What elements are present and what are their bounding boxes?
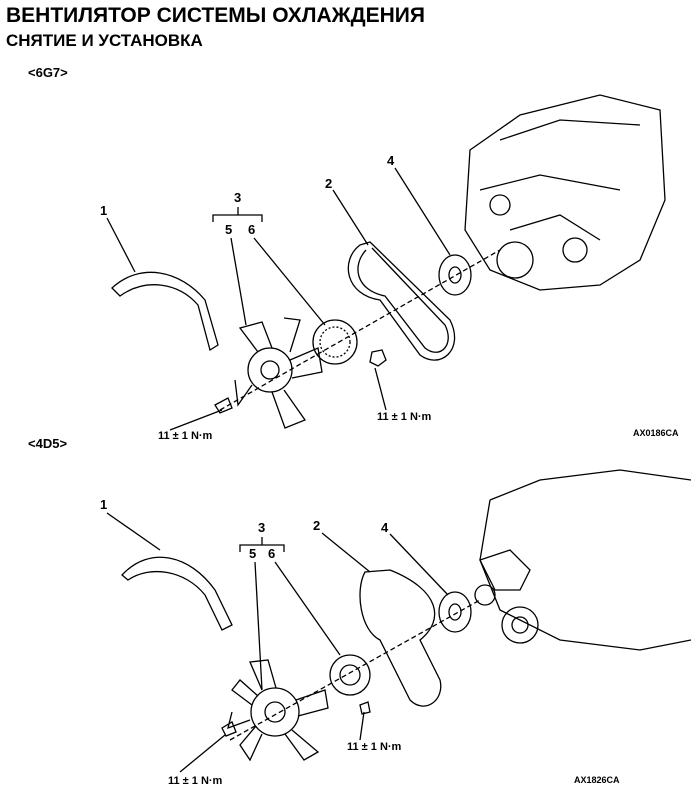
leaders-1 xyxy=(219,249,501,411)
fan-clutch-2 xyxy=(329,654,371,715)
fan-1 xyxy=(234,317,323,429)
callout-5: 5 xyxy=(249,546,257,561)
torque-spec-bolt: 11 ± 1 N·m xyxy=(158,430,213,442)
figure-code: AX1826CA xyxy=(574,775,620,785)
fan-clutch-1 xyxy=(312,319,387,367)
variant-label: <6G7> xyxy=(28,65,68,80)
variant-label: <4D5> xyxy=(28,436,68,451)
callout-3: 3 xyxy=(234,190,242,205)
callout-1: 1 xyxy=(100,497,108,512)
callout-4: 4 xyxy=(381,520,389,535)
callout-6: 6 xyxy=(268,546,276,561)
torque-spec-nut: 11 ± 1 N·m xyxy=(377,411,432,423)
shroud-1 xyxy=(111,271,219,352)
belt-2 xyxy=(359,569,442,707)
page-subtitle: СНЯТИЕ И УСТАНОВКА xyxy=(6,31,203,50)
callout-6: 6 xyxy=(248,222,256,237)
fan-2 xyxy=(227,659,329,762)
torque-spec-bolt: 11 ± 1 N·m xyxy=(168,775,223,787)
callout-2: 2 xyxy=(325,176,333,191)
engine-2 xyxy=(474,469,691,651)
pulley-1 xyxy=(438,254,472,296)
belt-1 xyxy=(347,241,456,361)
page-title: ВЕНТИЛЯТОР СИСТЕМЫ ОХЛАЖДЕНИЯ xyxy=(6,4,425,27)
callout-2: 2 xyxy=(313,518,321,533)
pulley-2 xyxy=(438,591,472,633)
callout-4: 4 xyxy=(387,153,395,168)
callout-1: 1 xyxy=(100,203,108,218)
torque-spec-nut: 11 ± 1 N·m xyxy=(347,741,402,753)
engine-1 xyxy=(464,94,666,291)
callout-3: 3 xyxy=(258,520,266,535)
shroud-2 xyxy=(121,556,233,631)
figure-code: AX0186CA xyxy=(633,428,679,438)
callout-5: 5 xyxy=(225,222,233,237)
